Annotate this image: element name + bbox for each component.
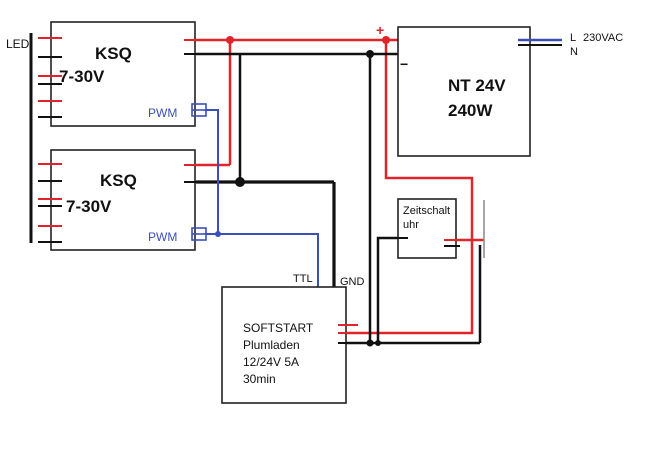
ksq-bottom-name: KSQ	[100, 171, 137, 190]
psu-minus-symbol: −	[400, 56, 408, 72]
mains-voltage-label: 230VAC	[583, 32, 623, 44]
psu-plus-symbol: +	[376, 22, 384, 38]
timer-switch: Zeitschalt uhr	[392, 198, 460, 259]
junction-dot	[366, 50, 374, 58]
softstart-title: SOFTSTART	[243, 321, 314, 335]
psu-voltage: NT 24V	[448, 76, 506, 95]
junction-dot	[226, 36, 234, 44]
junction-dot	[215, 231, 221, 237]
mains-n-label: N	[570, 46, 578, 58]
psu-power: 240W	[448, 101, 493, 120]
junction-dot	[375, 340, 381, 346]
softstart-ttl-label: TTL	[293, 273, 313, 285]
power-supply: NT 24V 240W + −	[376, 22, 562, 157]
softstart-module: SOFTSTART Plumladen 12/24V 5A 30min TTL …	[221, 273, 365, 404]
negative-wires	[196, 52, 485, 345]
ksq-bottom-range: 7-30V	[66, 197, 112, 216]
softstart-duration: 30min	[243, 372, 276, 386]
led-label: LED	[6, 37, 30, 51]
ksq-module-top: KSQ 7-30V PWM	[38, 21, 207, 127]
softstart-gnd-label: GND	[340, 276, 365, 288]
ksq-top-range: 7-30V	[59, 67, 105, 86]
softstart-subtitle: Plumladen	[243, 338, 300, 352]
softstart-rating: 12/24V 5A	[243, 355, 299, 369]
ksq-top-name: KSQ	[95, 44, 132, 63]
junction-dot	[382, 36, 390, 44]
junction-dot	[235, 177, 245, 187]
mains-l-label: L	[570, 32, 576, 44]
timer-label-line1: Zeitschalt	[403, 205, 450, 217]
ksq-bottom-pwm-label: PWM	[148, 230, 177, 244]
ksq-module-bottom: KSQ 7-30V PWM	[38, 149, 207, 251]
junction-dot	[366, 339, 374, 347]
pwm-wires	[205, 109, 319, 296]
timer-label-line2: uhr	[403, 219, 419, 231]
ksq-top-pwm-label: PWM	[148, 106, 177, 120]
